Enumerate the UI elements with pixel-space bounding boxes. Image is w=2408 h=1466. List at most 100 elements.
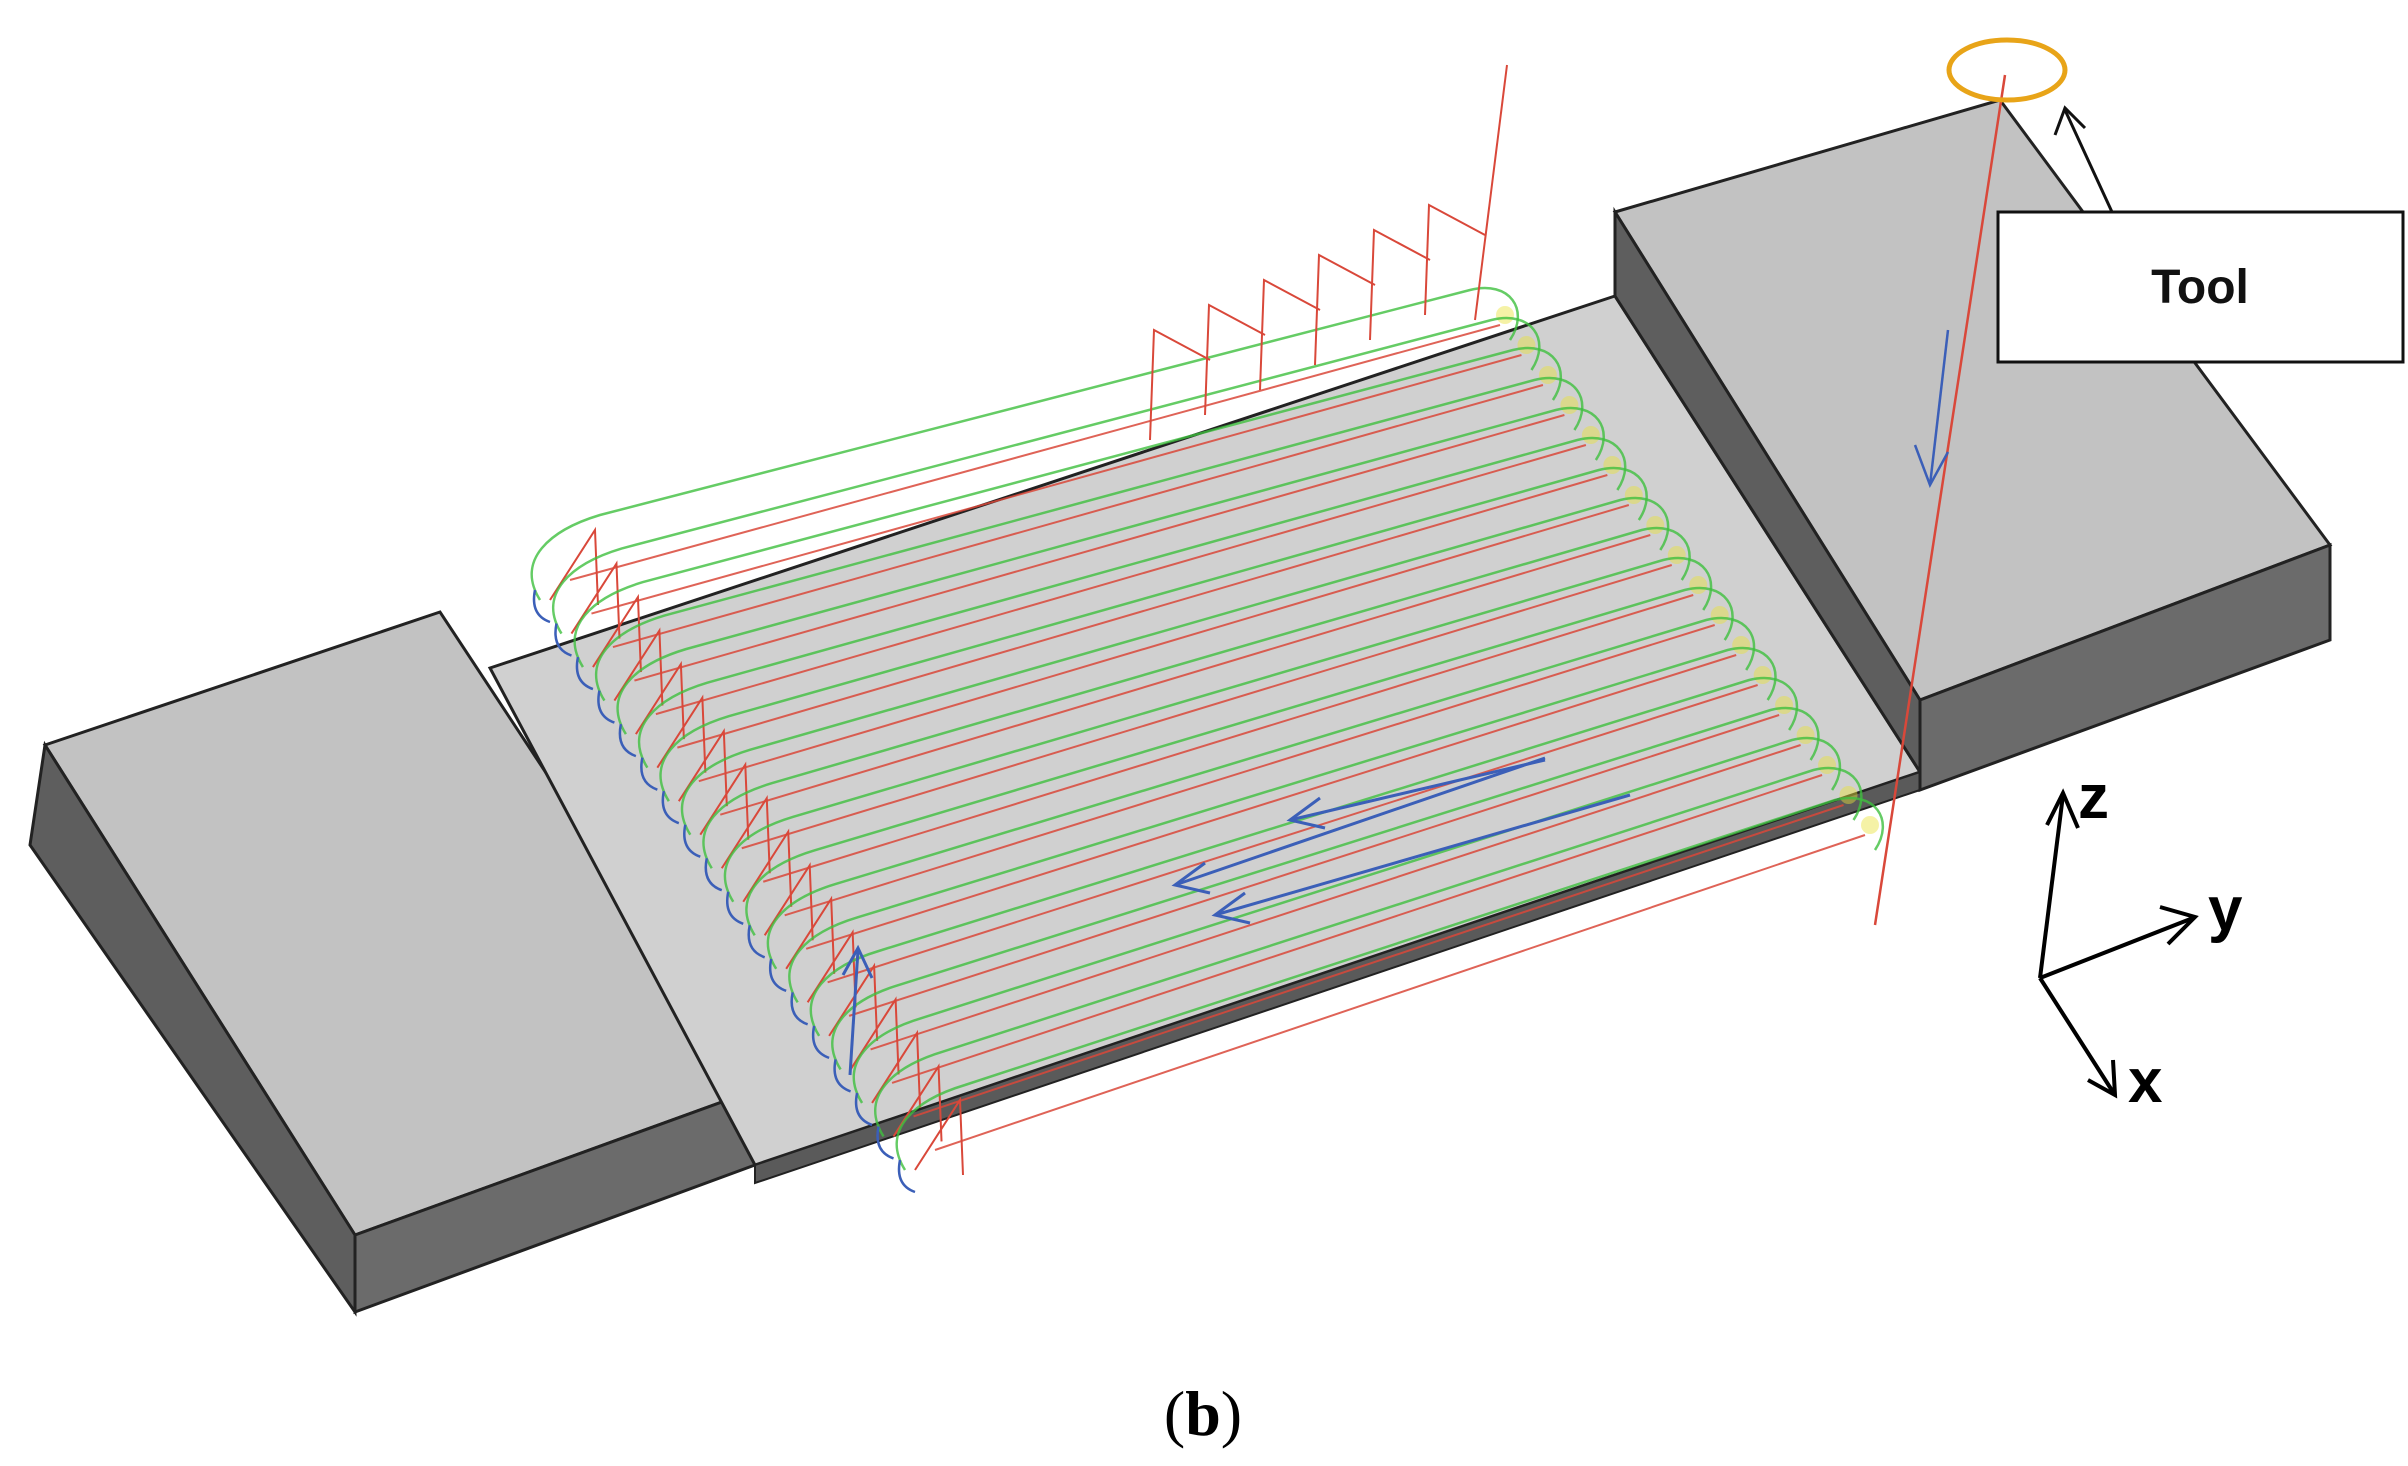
toolpath-loop — [702, 526, 1691, 869]
toolpath-highlight — [1689, 576, 1708, 594]
toolpath-cut — [591, 354, 1522, 615]
toolpath-cut — [720, 534, 1651, 816]
toolpath-loop — [809, 676, 1799, 1037]
toolpath-cut — [698, 504, 1630, 783]
toolpath-retract — [790, 992, 809, 1026]
toolpath-cut — [741, 564, 1673, 850]
toolpath-retract — [704, 857, 723, 892]
toolpath-retract — [854, 1092, 873, 1127]
toolpath-ramp — [828, 962, 879, 1041]
toolpath-cut — [569, 324, 1501, 581]
toolpath-ramp — [656, 694, 707, 773]
toolpath-highlight — [1818, 756, 1837, 774]
toolpath-loop — [680, 496, 1670, 836]
toolpath-ramp — [613, 627, 664, 706]
toolpath-cut — [677, 474, 1608, 749]
axis-triad-icon — [2038, 788, 2199, 1099]
toolpath-cut — [805, 654, 1737, 950]
toolpath-direction-arrow — [1289, 758, 1546, 822]
toolpath-ramp — [871, 1029, 922, 1108]
tool-callout-label: Tool — [2151, 261, 2249, 314]
tool-ring-icon — [1946, 37, 2068, 103]
slot-floor — [487, 294, 1923, 1185]
toolpath-highlight — [1581, 426, 1600, 444]
toolpath-ramp — [570, 560, 621, 639]
toolpath-retract — [833, 1059, 852, 1093]
toolpath-highlight — [1839, 786, 1858, 804]
toolpath-ramp-back — [1259, 278, 1321, 391]
toolpath-loop — [637, 436, 1627, 769]
toolpath-retract — [768, 958, 787, 993]
tool-callout-box — [1996, 210, 2405, 364]
toolpath-retract — [811, 1025, 830, 1060]
toolpath-highlight — [1517, 336, 1536, 354]
toolpath-retract — [532, 589, 551, 624]
toolpath-retract — [640, 757, 658, 791]
toolpath-loop — [895, 796, 1885, 1171]
toolpath-loop — [594, 376, 1584, 702]
toolpath-loop — [551, 316, 1541, 635]
toolpath-ramp — [677, 727, 728, 807]
toolpath-retract — [876, 1126, 894, 1160]
axis-label-z: z — [2078, 763, 2109, 832]
toolpath-loop — [573, 346, 1563, 668]
toolpath-cut — [913, 804, 1844, 1118]
toolpath-highlight — [1861, 816, 1879, 834]
toolpath-highlight — [1624, 486, 1643, 504]
toolpath-highlight — [1732, 636, 1751, 654]
toolpath-cut — [612, 384, 1544, 649]
toolpath-cut — [827, 684, 1758, 984]
axis-label-y: y — [2208, 875, 2243, 944]
toolpath-retract — [747, 925, 766, 959]
toolpath-ramp — [592, 593, 642, 673]
toolpath-highlight — [1646, 516, 1665, 534]
toolpath-loop — [745, 586, 1734, 936]
toolpath-ramp — [742, 828, 793, 907]
toolpath-highlight — [1538, 366, 1557, 384]
toolpath-ramp-back — [1204, 303, 1266, 416]
toolpath-direction-arrow — [1214, 793, 1631, 917]
toolpath-cut — [848, 714, 1780, 1017]
left-block — [28, 610, 758, 1317]
toolpath-cut — [655, 444, 1587, 716]
toolpath-retract — [683, 824, 701, 858]
toolpath-loop — [530, 286, 1520, 601]
toolpath-up-arrowhead — [841, 944, 874, 979]
toolpath-ramp — [849, 996, 900, 1075]
workpiece — [28, 98, 2333, 1317]
toolpaths — [530, 203, 1885, 1194]
toolpath-retract — [575, 656, 594, 691]
toolpath-retract — [554, 623, 572, 657]
toolpath-ramp — [720, 795, 771, 874]
toolpath-cut — [934, 834, 1866, 1151]
toolpath-ramp — [635, 660, 685, 740]
toolpath-cut — [634, 414, 1565, 682]
toolpath-highlight — [1710, 606, 1729, 624]
toolpath-cut — [784, 624, 1716, 917]
toolpath-ramp-back — [1314, 253, 1376, 366]
toolpath-loop — [616, 406, 1605, 735]
toolpath-ramp — [785, 895, 836, 974]
toolpath-highlight — [1603, 456, 1622, 474]
toolpath-loop — [852, 736, 1842, 1104]
right-block — [1612, 98, 2333, 793]
tool-callout: Tool — [1996, 105, 2405, 364]
toolpath-cut — [891, 774, 1823, 1084]
toolpath-ramp-back — [1369, 228, 1431, 341]
toolpath-retract — [618, 723, 637, 758]
toolpath-direction-arrowhead — [1171, 861, 1211, 895]
toolpath-highlight — [1796, 726, 1815, 744]
toolpath-ramp — [763, 862, 814, 941]
toolpath-cut — [762, 594, 1694, 883]
toolpath-retract — [726, 891, 744, 925]
toolpath-ramp-back — [1424, 203, 1486, 316]
toolpath-direction-arrowhead — [1211, 891, 1251, 925]
toolpath-retract — [661, 790, 680, 825]
toolpath-highlight — [1667, 546, 1686, 564]
toolpath-loop — [723, 556, 1713, 903]
toolpath-retract — [597, 690, 615, 724]
toolpath-highlight — [1775, 696, 1794, 714]
toolpath-ramp — [699, 761, 750, 840]
toolpath-ramp — [549, 526, 599, 606]
tool-plunge — [1474, 64, 2007, 926]
